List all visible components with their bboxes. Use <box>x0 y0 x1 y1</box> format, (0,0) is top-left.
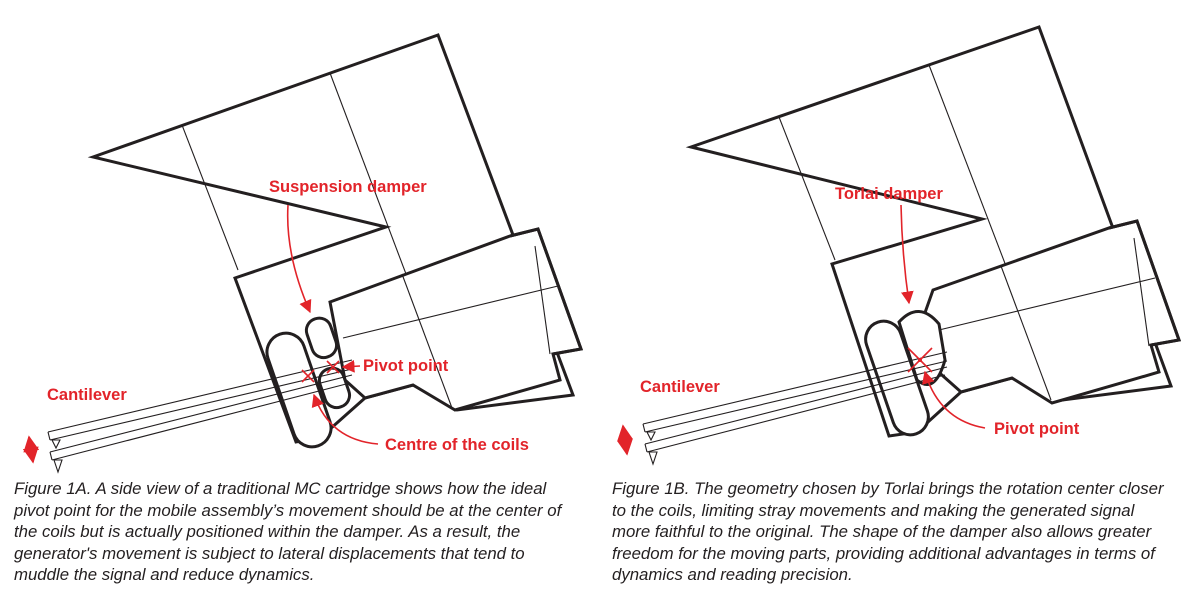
pivot-point-arrow <box>341 359 361 373</box>
pivot-point-label: Pivot point <box>363 357 449 375</box>
pivot-point-mark <box>907 347 933 373</box>
generator-block <box>919 219 1182 405</box>
torlai-damper-label: Torlai damper <box>835 185 943 203</box>
coil-centre-mark <box>301 369 315 383</box>
cantilever-label: Cantilever <box>640 378 720 396</box>
annotations-1a: Suspension damper Pivot point Cantilever… <box>22 178 529 464</box>
pivot-point-mark <box>326 360 340 374</box>
coils-and-damper <box>864 310 947 437</box>
cantilever-label: Cantilever <box>47 386 127 404</box>
annotations-1b: Torlai damper Cantilever Pivot point <box>617 185 1080 456</box>
centre-of-coils-label: Centre of the coils <box>385 436 529 454</box>
generator-block <box>328 227 584 412</box>
figure-1b-diagram: Torlai damper Cantilever Pivot point <box>617 25 1182 466</box>
cantilever <box>642 351 948 466</box>
pivot-point-arrow <box>922 370 986 429</box>
stylus-motion-arrow <box>617 424 633 456</box>
pivot-point-label: Pivot point <box>994 420 1080 438</box>
figure-1b-caption: Figure 1B. The geometry chosen by Torlai… <box>612 479 1164 584</box>
stylus-motion-arrow <box>22 435 40 464</box>
coil-centre-arrow <box>311 393 379 445</box>
suspension-damper-label: Suspension damper <box>269 178 427 196</box>
torlai-damper-arrow <box>900 204 914 305</box>
suspension-damper-arrow <box>286 204 312 314</box>
figure-1a-caption: Figure 1A. A side view of a traditional … <box>14 479 562 584</box>
cantilever <box>47 359 353 474</box>
figure-1a-diagram: Suspension damper Pivot point Cantilever… <box>22 33 584 474</box>
